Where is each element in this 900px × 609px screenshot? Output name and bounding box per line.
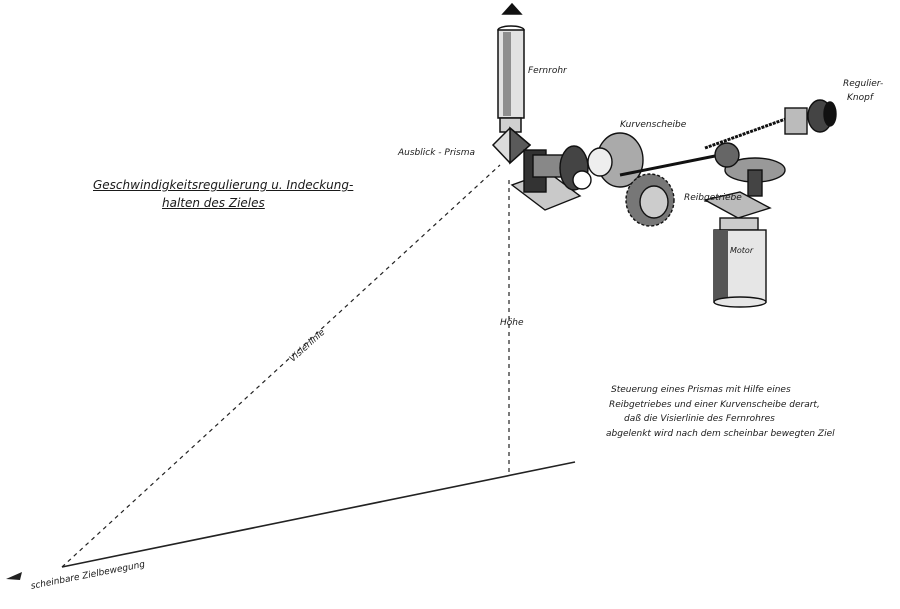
title-line-2: halten des Zieles <box>162 196 265 210</box>
description-line-2: Reibgetriebes und einer Kurvenscheibe de… <box>609 400 820 410</box>
friction-gear <box>714 142 786 197</box>
cam-disc <box>587 132 644 188</box>
adjustment-knob <box>784 99 837 135</box>
description-line-1: Steuerung eines Prismas mit Hilfe eines <box>611 385 791 395</box>
label-cam-disc: Kurvenscheibe <box>620 120 687 130</box>
label-height: Höhe <box>500 318 524 328</box>
drive-shaft <box>619 153 721 177</box>
gear-wheel <box>625 173 675 227</box>
telescope <box>497 2 525 133</box>
description-line-3: daß die Visierlinie des Fernrohres <box>624 414 775 424</box>
label-prism: Ausblick - Prisma <box>398 148 475 158</box>
target-motion-arrow <box>6 572 22 580</box>
label-adjustment-knob-1: Regulier- <box>843 79 884 89</box>
prism <box>491 126 532 165</box>
sight-line <box>61 164 501 568</box>
description-line-4: abgelenkt wird nach dem scheinbar bewegt… <box>606 429 835 439</box>
bracket <box>510 145 592 211</box>
motor <box>703 191 772 308</box>
label-telescope: Fernrohr <box>528 66 567 76</box>
label-motor: Motor <box>730 246 754 255</box>
target-motion-line <box>61 461 576 568</box>
title-line-1: Geschwindigkeitsregulierung u. Indeckung… <box>93 178 354 192</box>
label-friction-gear: Reibgetriebe <box>684 193 742 203</box>
label-adjustment-knob-2: Knopf <box>847 93 873 103</box>
